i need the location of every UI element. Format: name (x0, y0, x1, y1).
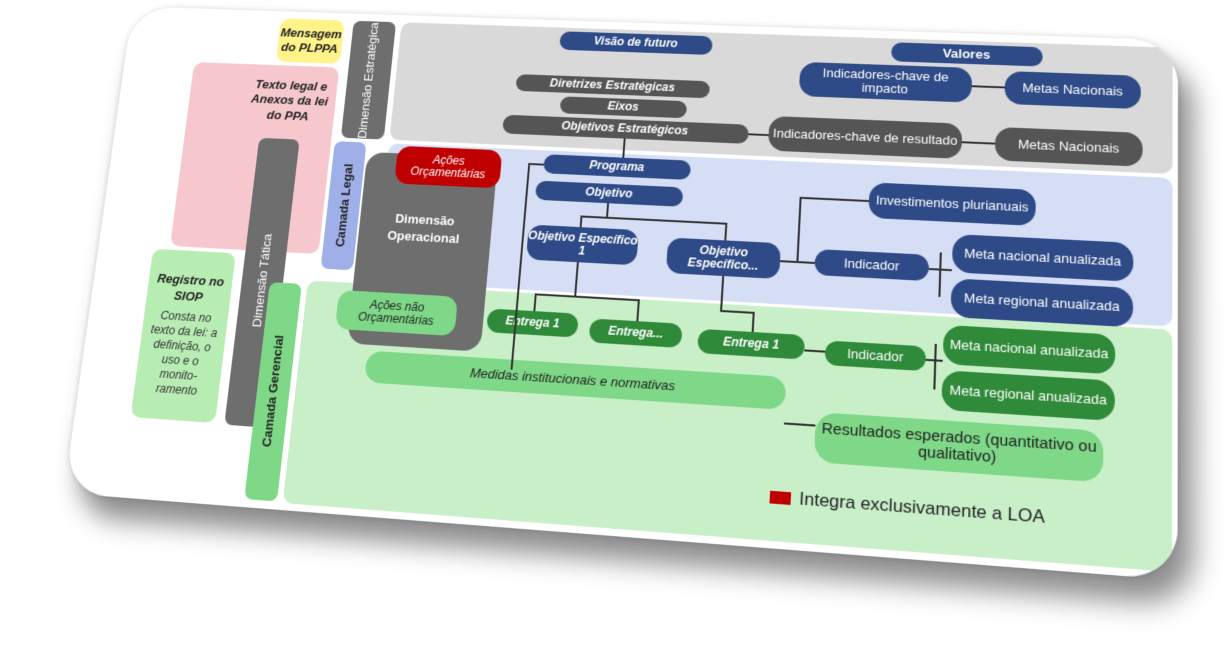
acoes-nao-orcamentarias-node: Ações não Orçamentárias (334, 289, 459, 337)
dimensao-estrategica-bar: Dimensão Estratégica (340, 20, 397, 140)
dimensao-estrategica-label: Dimensão Estratégica (355, 21, 382, 139)
mensagem-label: Mensagem do PLPPA (279, 25, 343, 56)
acoes-nao-orcamentarias-label: Ações não Orçamentárias (357, 297, 435, 328)
metas-nacionais-1-node: Metas Nacionais (1004, 71, 1141, 110)
camada-legal-label: Camada Legal (332, 163, 356, 248)
objetivo-especifico-1-node: Objetivo Específico 1 (525, 224, 639, 266)
legend-swatch (769, 490, 792, 505)
registro-title: Registro no SIOP (156, 271, 225, 304)
registro-box: Registro no SIOP Consta no texto da lei:… (130, 248, 236, 424)
camada-gerencial-label: Camada Gerencial (259, 334, 287, 448)
diagram-card: Mensagem do PLPPA Texto legal e Anexos d… (63, 6, 1179, 581)
metas-nacionais-2-node: Metas Nacionais (994, 126, 1143, 167)
registro-text: Consta no texto da lei: a definição, o u… (150, 308, 219, 398)
mensagem-box: Mensagem do PLPPA (275, 18, 345, 64)
acoes-orcamentarias-label: Ações Orçamentárias (409, 152, 486, 181)
dimensao-operacional-label: Dimensão Operacional (386, 211, 460, 246)
acoes-orcamentarias-node: Ações Orçamentárias (394, 145, 503, 189)
objetivo-especifico-n-node: Objetivo Específico... (665, 237, 781, 280)
ind-impacto-node: Indicadores-chave de impacto (798, 61, 973, 103)
texto-legal-label: Texto legal e Anexos da lei do PPA (250, 77, 329, 123)
